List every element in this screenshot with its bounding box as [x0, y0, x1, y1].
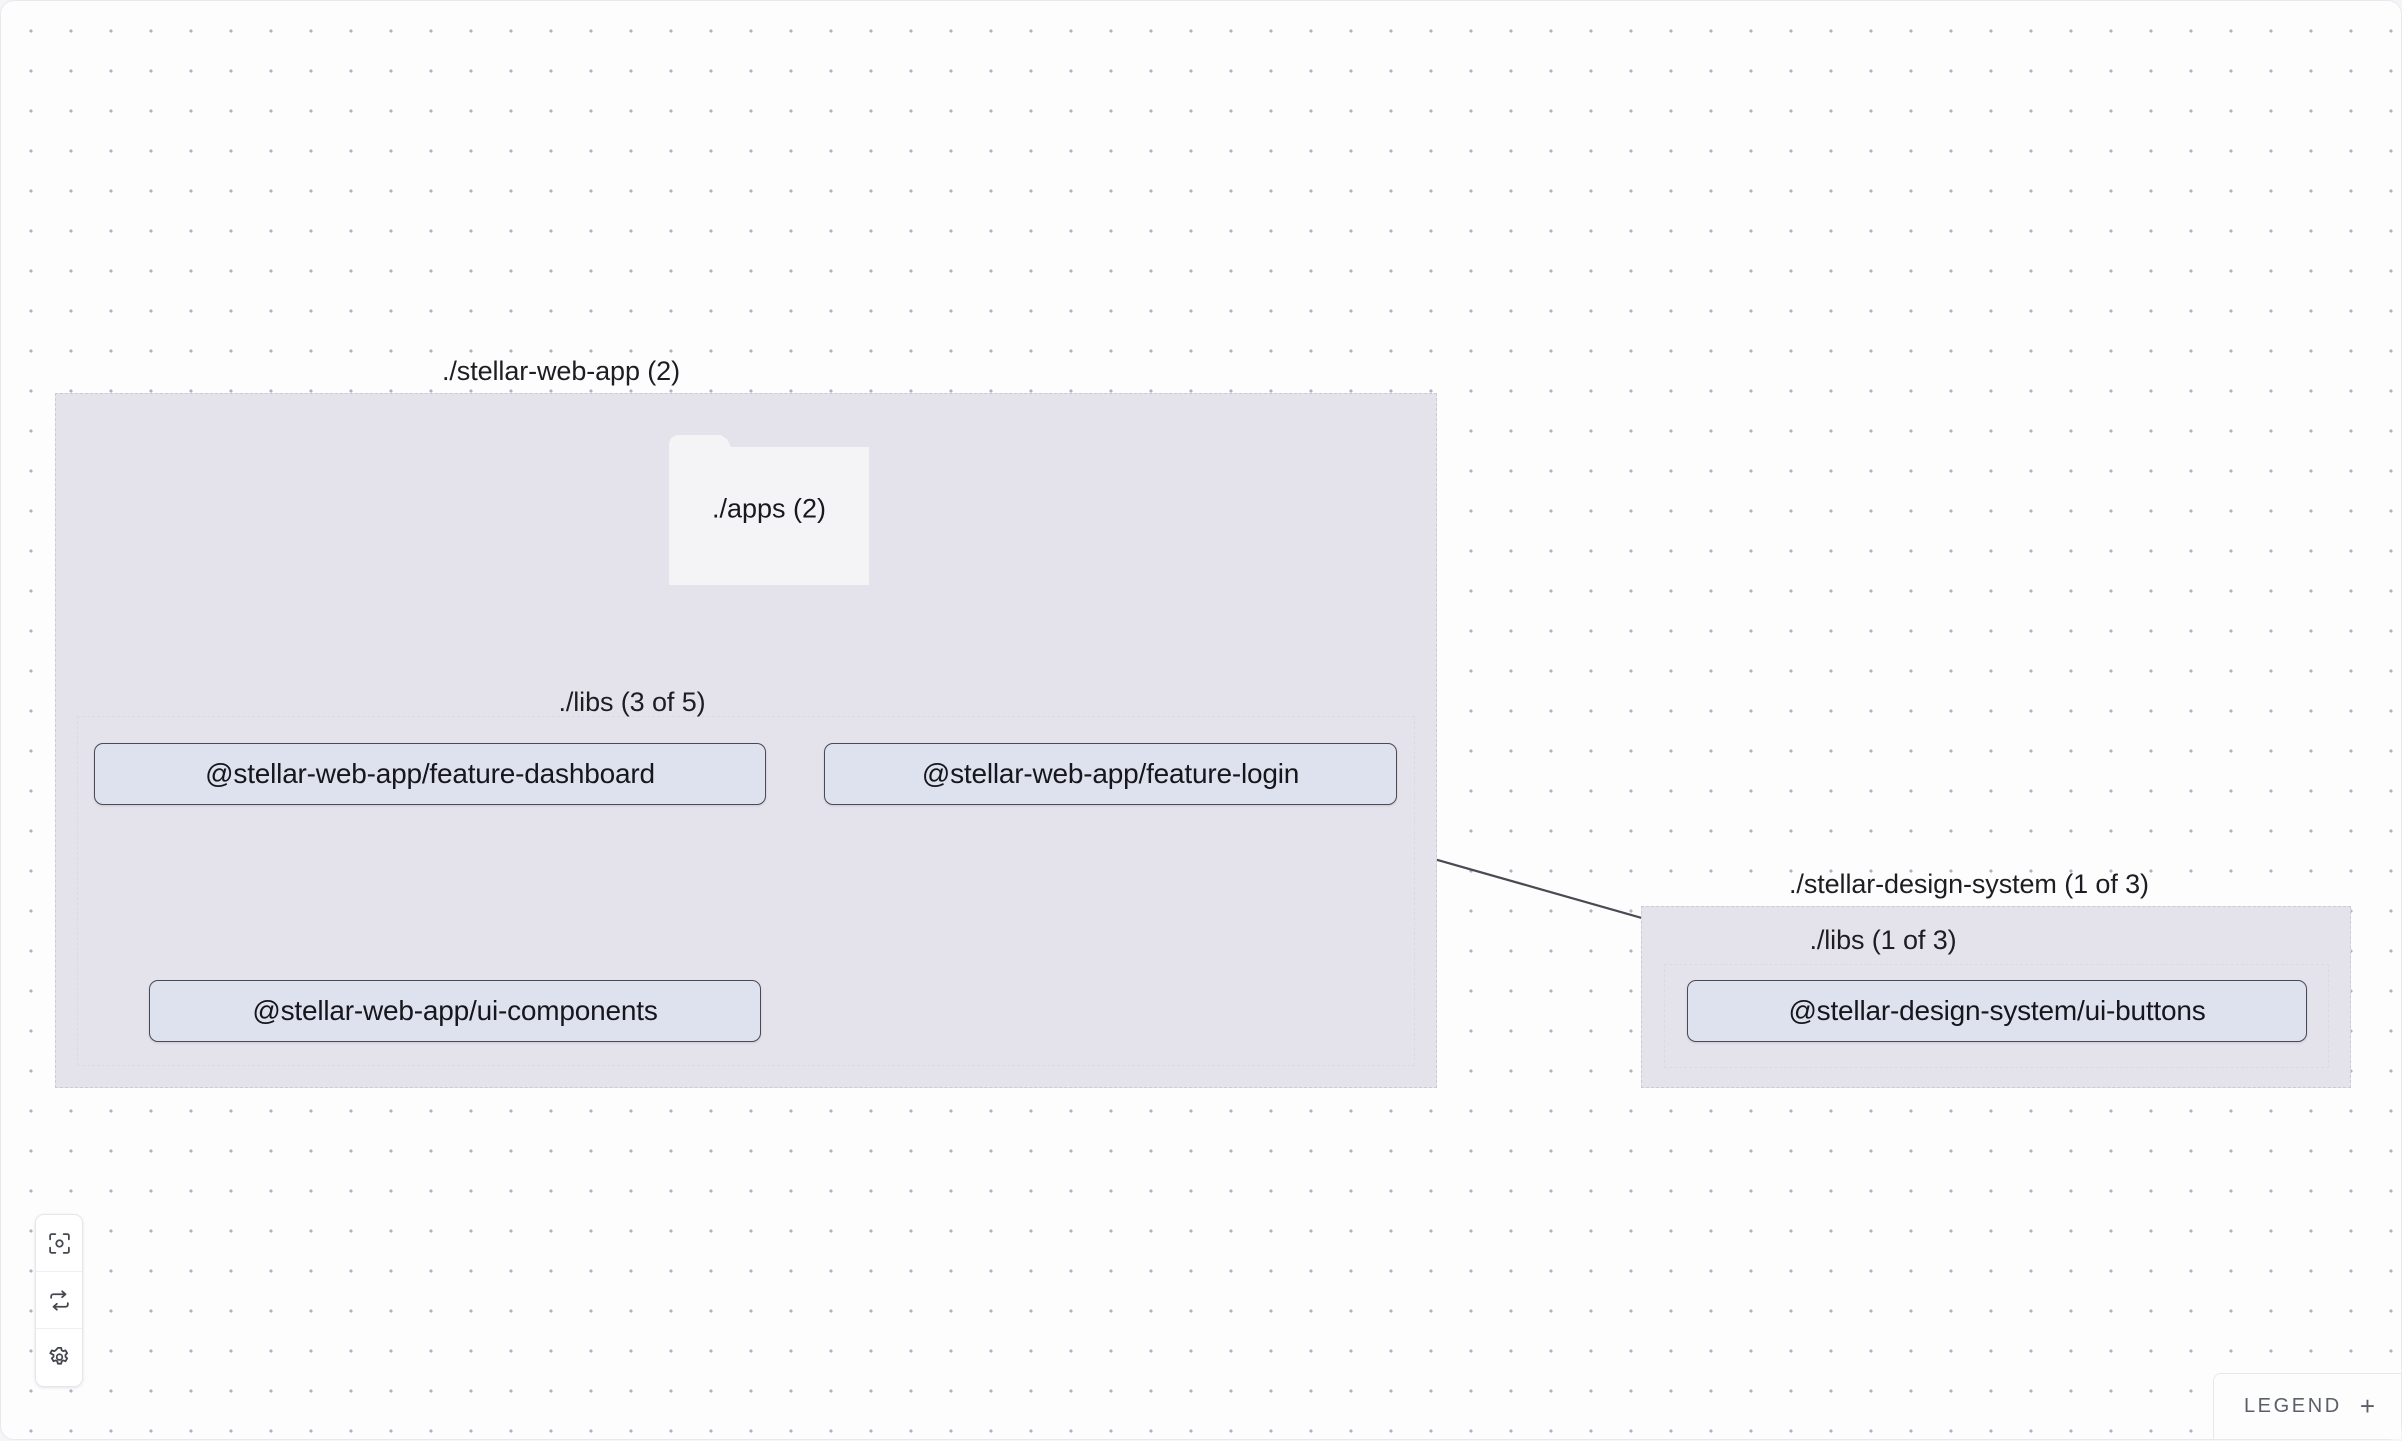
legend-label: LEGEND — [2243, 1394, 2342, 1417]
folder-node-label: ./apps (2) — [711, 493, 827, 524]
graph-settings-button[interactable] — [36, 1329, 82, 1386]
project-node-label: @stellar-design-system/ui-buttons — [1788, 995, 2206, 1026]
folder-shape — [669, 435, 869, 585]
project-node-label: @stellar-web-app/ui-components — [252, 995, 658, 1026]
group-label-stellar-design-system-libs: ./libs (1 of 3) — [1809, 925, 1957, 955]
project-node-ui-buttons[interactable]: @stellar-design-system/ui-buttons — [1687, 980, 2307, 1042]
focus-graph-button[interactable] — [36, 1215, 82, 1272]
gear-icon — [47, 1345, 72, 1370]
project-node-label: @stellar-web-app/feature-dashboard — [205, 758, 655, 789]
plus-icon: + — [2359, 1391, 2375, 1421]
folder-node-apps[interactable]: ./apps (2) — [669, 433, 869, 585]
group-stellar-web-app-libs[interactable] — [77, 716, 1415, 1066]
canvas-tool-rail[interactable] — [35, 1214, 83, 1387]
focus-target-icon — [47, 1231, 72, 1256]
group-label-stellar-web-app: ./stellar-web-app (2) — [442, 356, 680, 386]
project-node-feature-dashboard[interactable]: @stellar-web-app/feature-dashboard — [94, 743, 766, 805]
group-stellar-design-system-libs[interactable] — [1664, 964, 2329, 1068]
refresh-graph-button[interactable] — [36, 1272, 82, 1329]
group-label-stellar-design-system: ./stellar-design-system (1 of 3) — [1789, 869, 2149, 899]
project-node-label: @stellar-web-app/feature-login — [921, 758, 1300, 789]
project-node-feature-login[interactable]: @stellar-web-app/feature-login — [824, 743, 1397, 805]
legend-toggle[interactable]: LEGEND + — [2212, 1373, 2401, 1439]
group-label-stellar-web-app-libs: ./libs (3 of 5) — [558, 687, 706, 717]
project-node-ui-components[interactable]: @stellar-web-app/ui-components — [149, 980, 761, 1042]
refresh-icon — [47, 1288, 72, 1313]
